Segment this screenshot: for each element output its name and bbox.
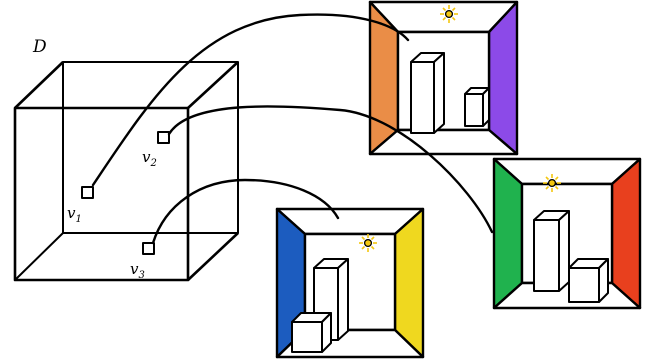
mapping-curve-v3 bbox=[151, 178, 340, 245]
sun-icon bbox=[543, 174, 561, 192]
room-2 bbox=[275, 207, 425, 359]
cube-icon bbox=[558, 210, 570, 292]
vertex-label: v1 bbox=[67, 204, 82, 225]
cube-icon bbox=[533, 219, 560, 292]
cube-icon bbox=[433, 52, 445, 134]
cube-icon bbox=[598, 258, 609, 303]
domain-cube bbox=[13, 61, 239, 282]
cube-edge-tr bbox=[187, 61, 239, 109]
vertex-label: v3 bbox=[130, 260, 145, 281]
sun-icon bbox=[440, 5, 458, 23]
cube-icon bbox=[291, 321, 323, 353]
vertex-v3: v3 bbox=[130, 242, 155, 281]
cube-edge-br bbox=[187, 232, 239, 281]
vertex-marker bbox=[81, 186, 94, 199]
vertex-marker bbox=[142, 242, 155, 255]
room-1 bbox=[368, 0, 519, 156]
cube-icon bbox=[410, 61, 435, 134]
cube-edge-bl bbox=[14, 232, 64, 281]
cube-icon bbox=[568, 267, 600, 303]
vertex-marker bbox=[157, 131, 170, 144]
room-3 bbox=[492, 157, 642, 310]
mapping-curve-v1 bbox=[91, 13, 410, 187]
mapping-curve-v2 bbox=[167, 105, 494, 234]
vertex-v2: v2 bbox=[142, 131, 170, 169]
cube-icon bbox=[337, 258, 349, 341]
sun-icon bbox=[359, 234, 377, 252]
cube-icon bbox=[464, 93, 484, 127]
cube-edge-tl bbox=[14, 61, 64, 109]
vertex-v1: v1 bbox=[67, 186, 94, 225]
domain-label: D bbox=[32, 37, 47, 57]
room-floor bbox=[368, 128, 519, 156]
vertex-label: v2 bbox=[142, 148, 157, 169]
